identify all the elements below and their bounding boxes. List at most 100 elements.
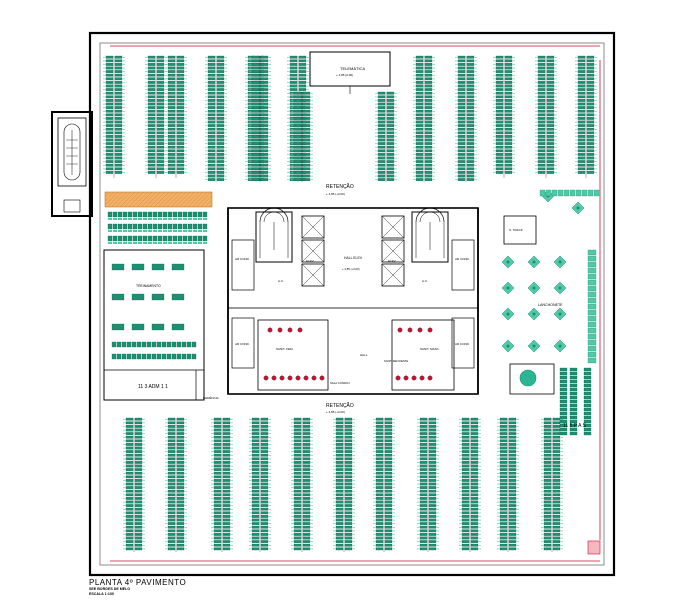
workstation-desk [177, 223, 183, 230]
workstation-desk [182, 223, 188, 230]
chair [205, 93, 208, 94]
workstation-desk [375, 522, 384, 525]
elev-label-right: ELEV. [388, 259, 396, 263]
workstation-desk [114, 135, 123, 138]
chair [268, 103, 271, 105]
chair [478, 444, 481, 445]
chair [249, 534, 252, 535]
chair [516, 483, 519, 485]
chair [291, 465, 294, 467]
chair [554, 78, 557, 80]
workstation-desk [302, 439, 311, 443]
chair [123, 451, 126, 452]
chair [123, 426, 126, 427]
workstation-desk [293, 91, 302, 95]
workstation-desk [293, 464, 302, 468]
toilet-fixture [395, 375, 401, 381]
workstation-desk [207, 95, 216, 99]
chair [211, 545, 214, 546]
workstation-desk [344, 464, 353, 468]
chair [165, 494, 168, 496]
workstation-desk [384, 443, 393, 446]
workstation-desk [114, 156, 123, 160]
chair [103, 89, 106, 90]
chair [123, 444, 126, 445]
workstation-desk [543, 525, 552, 529]
workstation-desk [302, 135, 311, 138]
chair [375, 136, 378, 137]
workstation-desk [147, 70, 156, 73]
retencao-top-level: + 4,85 (+0,00) [326, 192, 345, 196]
workstation-desk [537, 95, 546, 99]
workstation-desk [176, 113, 185, 117]
workstation-desk [167, 529, 176, 533]
chair [123, 455, 126, 456]
chair [103, 139, 106, 141]
workstation-desk [302, 156, 311, 160]
chair [459, 548, 462, 550]
chair [268, 469, 271, 470]
workstation-desk [213, 446, 222, 450]
chair [413, 165, 416, 166]
workstation-desk [207, 174, 216, 178]
workstation-desk [293, 171, 302, 174]
chair [333, 512, 336, 514]
cafe-table-center [506, 344, 510, 348]
workstation-desk [114, 167, 123, 171]
chair [417, 541, 420, 542]
workstation-desk [461, 461, 470, 464]
workstation-desk [375, 428, 384, 432]
chair [478, 483, 481, 485]
workstation-desk [167, 120, 176, 124]
chair [103, 100, 106, 101]
chair [165, 121, 168, 123]
workstation-desk [375, 511, 384, 515]
chair [333, 429, 336, 431]
chair [224, 125, 227, 126]
chair [205, 89, 208, 90]
workstation-desk [216, 95, 225, 99]
workstation-desk [176, 91, 185, 95]
toilet-fixture [407, 327, 413, 333]
workstation-desk [293, 525, 302, 529]
chair [413, 82, 416, 83]
workstation-desk [470, 486, 479, 489]
sanit-def-label: SANIT. DEFICIENTE [384, 359, 408, 363]
chair [516, 545, 519, 546]
chair [512, 132, 515, 134]
workstation-desk [335, 425, 344, 428]
chair [133, 242, 137, 244]
chair [165, 75, 168, 76]
chair [230, 483, 233, 485]
chair [535, 89, 538, 90]
chair [306, 85, 309, 87]
counter-seat [587, 321, 597, 328]
chair [497, 433, 500, 434]
workstation-desk [344, 461, 353, 464]
workstation-desk [114, 127, 123, 131]
workstation-desk [495, 160, 504, 163]
workstation-desk [457, 63, 466, 66]
chair [268, 179, 271, 180]
telematica-level: + 4,85 (0,00) [336, 73, 353, 77]
workstation-desk [537, 55, 546, 59]
chair [392, 473, 395, 474]
workstation-desk [127, 235, 133, 242]
workstation-desk [222, 432, 231, 435]
workstation-desk [419, 489, 428, 493]
workstation-desk [213, 428, 222, 432]
workstation-desk [260, 533, 269, 536]
workstation-desk [569, 391, 578, 396]
chair [497, 480, 500, 481]
left-workstation-area [107, 211, 208, 360]
workstation-desk [293, 489, 302, 493]
workstation-desk [167, 127, 176, 131]
chair [455, 129, 458, 130]
workstation-desk [470, 446, 479, 450]
chair [516, 469, 519, 470]
workstation-desk [375, 518, 384, 522]
chair [375, 139, 378, 141]
chair [575, 82, 578, 83]
chair [432, 71, 435, 72]
workstation-desk [125, 471, 134, 475]
